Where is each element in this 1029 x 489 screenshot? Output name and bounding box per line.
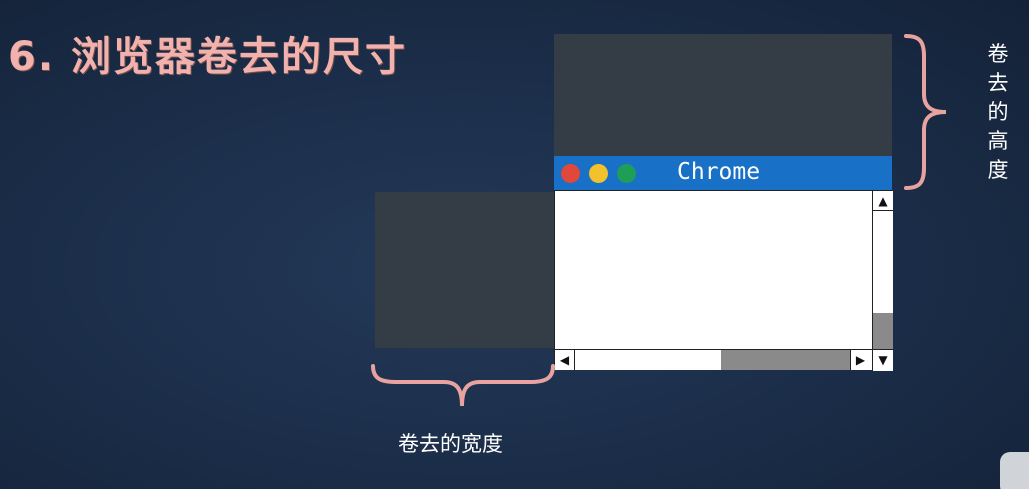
scroll-left-arrow-icon[interactable]: ◀ (555, 350, 575, 370)
browser-window: Chrome ▲ ▼ ◀ ▶ (554, 156, 893, 371)
window-titlebar[interactable]: Chrome (554, 156, 892, 190)
bottom-curly-brace-icon (371, 364, 555, 407)
maximize-dot-icon[interactable] (617, 164, 636, 183)
scroll-right-arrow-icon[interactable]: ▶ (850, 350, 870, 370)
vertical-scrollbar[interactable]: ▲ ▼ (872, 191, 893, 371)
window-title: Chrome (677, 159, 761, 185)
scrolled-top-region (554, 34, 892, 156)
close-dot-icon[interactable] (561, 164, 580, 183)
right-curly-brace-icon (904, 34, 947, 190)
slide-title: 6. 浏览器卷去的尺寸 (8, 34, 407, 80)
scroll-up-arrow-icon[interactable]: ▲ (873, 191, 893, 211)
minimize-dot-icon[interactable] (589, 164, 608, 183)
horizontal-scroll-thumb[interactable] (721, 350, 850, 370)
scrolled-left-region (375, 192, 554, 348)
corner-app-icon (1000, 452, 1029, 489)
scroll-width-label: 卷去的宽度 (398, 432, 503, 456)
scroll-down-arrow-icon[interactable]: ▼ (873, 349, 893, 369)
horizontal-scrollbar[interactable]: ◀ ▶ (555, 349, 872, 370)
scroll-height-label: 卷 去 的 高 度 (987, 42, 1009, 182)
vertical-scroll-thumb[interactable] (873, 313, 893, 349)
viewport-content: ▲ ▼ ◀ ▶ (554, 190, 893, 371)
